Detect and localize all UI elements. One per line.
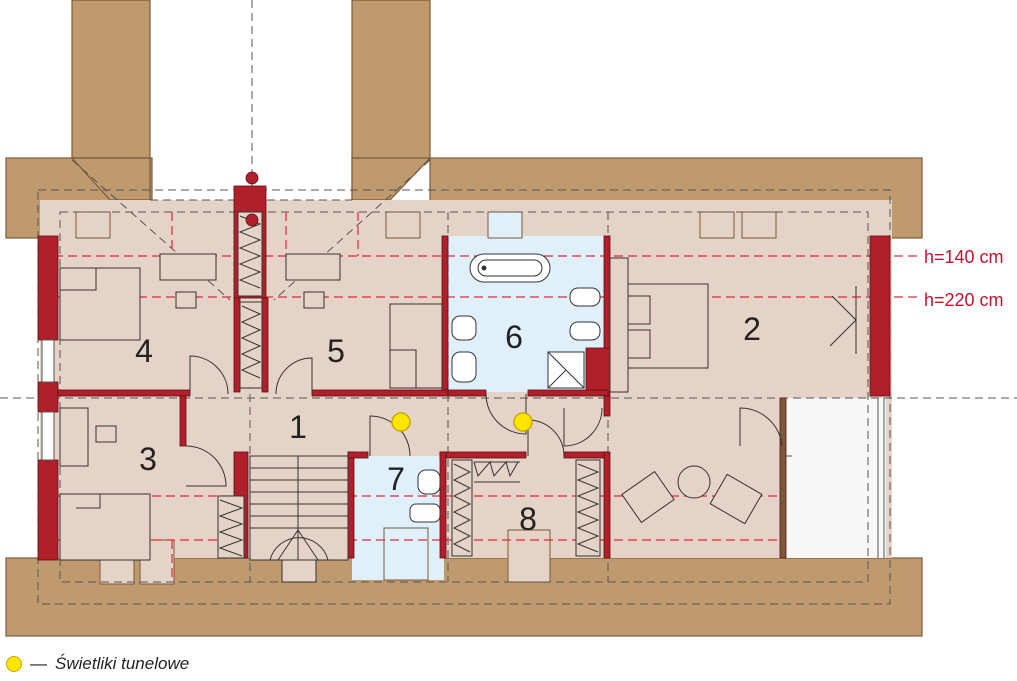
legend-dash: — <box>30 654 47 673</box>
table-room-2 <box>677 465 711 499</box>
toilet-7 <box>417 469 441 495</box>
wall-8-right <box>563 451 609 459</box>
wall-right <box>869 235 891 397</box>
bay-2a <box>699 211 735 239</box>
wall-6-bottom-red <box>585 347 611 393</box>
bay-5 <box>385 211 421 239</box>
height-label-220: h=220 cm <box>924 290 1004 310</box>
bidet-6a <box>451 315 477 341</box>
wall-7-left <box>347 451 355 559</box>
chimney-vents <box>245 171 259 227</box>
legend: — Świetliki tunelowe <box>6 652 189 676</box>
sink-6a <box>569 287 601 307</box>
desk-room-5 <box>285 253 341 281</box>
sink-7 <box>409 503 441 523</box>
room-number: 7 <box>387 461 405 497</box>
tunnel-skylights[interactable] <box>391 412 533 432</box>
bed-room-3 <box>59 493 151 561</box>
bay-8 <box>507 529 551 583</box>
tv-room-2 <box>829 286 857 354</box>
room-number: 2 <box>743 311 761 347</box>
room-number: 5 <box>327 333 345 369</box>
wall-2-left <box>603 395 611 417</box>
legend-label: Świetliki tunelowe <box>55 654 190 673</box>
walls <box>37 185 891 561</box>
wall-left-mid <box>37 381 59 413</box>
wall-left-upper <box>37 235 59 341</box>
wardrobes <box>217 211 601 559</box>
staircase[interactable] <box>249 455 349 583</box>
room-numbers: 4 5 6 2 1 3 7 8 <box>135 311 761 537</box>
wall-left-lower <box>37 459 59 561</box>
skylight-icon[interactable] <box>391 412 411 432</box>
roof-valley-right <box>351 157 432 201</box>
balcony-area <box>786 398 886 558</box>
wall-2-balcony <box>779 397 787 559</box>
bay-4 <box>75 211 111 239</box>
armchair-room-2-right <box>709 473 763 525</box>
wc-7-bay <box>383 527 429 581</box>
wall-vert-4-5 <box>233 297 241 393</box>
armchair-room-2-left <box>621 470 675 524</box>
room-number: 3 <box>139 441 157 477</box>
skylight-legend-icon <box>6 656 22 672</box>
wall-vert-5-6 <box>441 235 449 395</box>
bathtub <box>469 253 551 283</box>
bay-2b <box>741 211 777 239</box>
wall-horiz-6b <box>527 389 609 397</box>
wall-7-8 <box>439 451 447 559</box>
room-number: 1 <box>289 409 307 445</box>
desk-room-3 <box>59 407 89 467</box>
wall-vert-3 <box>179 395 187 447</box>
room-number: 6 <box>505 319 523 355</box>
windows-left <box>41 339 55 461</box>
skylight-icon[interactable] <box>513 412 533 432</box>
balcony-doors <box>786 398 885 558</box>
wall-horiz-6a <box>447 389 487 397</box>
bay-6 <box>487 211 523 239</box>
furniture <box>59 253 857 561</box>
desk-room-4 <box>159 253 217 281</box>
bed-room-4 <box>59 267 141 341</box>
sink-6b <box>569 321 601 341</box>
wall-horiz-4 <box>57 389 191 397</box>
wall-7-top-a <box>347 451 369 459</box>
room-number: 4 <box>135 333 153 369</box>
wall-horiz-5 <box>311 389 449 397</box>
bathroom-fixtures <box>409 253 601 523</box>
doors[interactable] <box>185 355 783 487</box>
toilet-6 <box>451 351 477 383</box>
wall-vert-5b <box>261 297 269 393</box>
wall-8-right-vert <box>603 451 611 559</box>
wall-7-top-b <box>439 451 527 459</box>
room-number: 8 <box>519 501 537 537</box>
height-label-140: h=140 cm <box>924 247 1004 267</box>
